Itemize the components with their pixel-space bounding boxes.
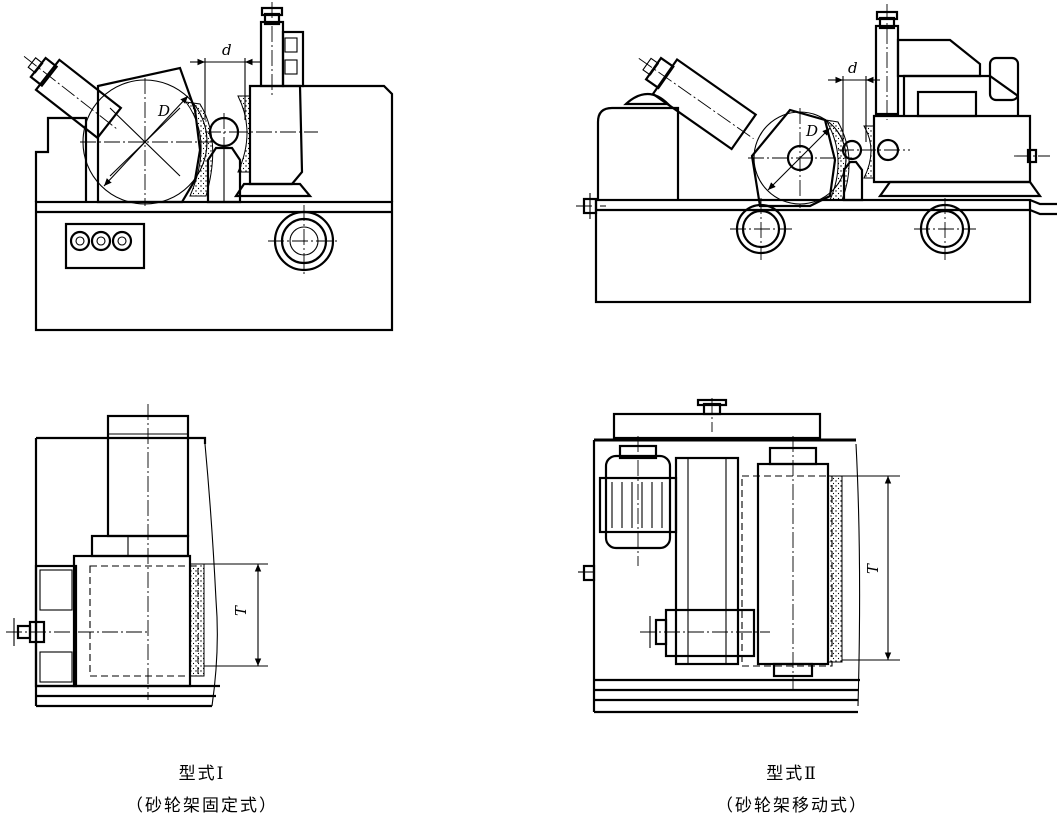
motor-cover <box>596 106 680 200</box>
machine-base <box>594 198 1032 304</box>
handwheel-left <box>730 198 792 260</box>
handwheel <box>268 205 340 277</box>
wheel-housing <box>96 66 202 204</box>
type-two-front-view: D d <box>576 4 1057 304</box>
type-one-plan-view: T <box>6 404 268 708</box>
dimension-label-d-wheel: D <box>157 102 170 120</box>
regulating-wheel-head <box>248 84 304 186</box>
dimension-label-d-wheel: D <box>805 122 818 140</box>
dimension-label-t: T <box>864 563 882 574</box>
upper-column <box>259 2 305 96</box>
wheel-block <box>72 554 192 688</box>
dimension-label-d-center: d <box>222 41 232 59</box>
dimension-label-t: T <box>232 605 250 616</box>
dimension-label-d-center: d <box>848 59 858 77</box>
dresser <box>23 56 123 140</box>
handwheel-right <box>914 198 976 260</box>
type-one-title: 型式Ⅰ <box>178 764 226 784</box>
type-two-caption: 型式Ⅱ （砂轮架移动式） <box>662 758 922 822</box>
type-one-front-view: D d <box>23 2 394 332</box>
type-two-subtitle: （砂轮架移动式） <box>716 796 868 816</box>
control-panel <box>64 222 146 270</box>
dresser <box>638 56 758 151</box>
type-two-plan-view: T <box>578 398 900 714</box>
type-one-caption: 型式Ⅰ （砂轮架固定式） <box>72 758 332 822</box>
upper-column <box>874 4 982 120</box>
type-one-subtitle: （砂轮架固定式） <box>126 796 278 816</box>
machine-base <box>34 200 394 332</box>
type-two-title: 型式Ⅱ <box>766 764 818 784</box>
wheel-face <box>184 101 214 197</box>
motor <box>598 436 678 566</box>
